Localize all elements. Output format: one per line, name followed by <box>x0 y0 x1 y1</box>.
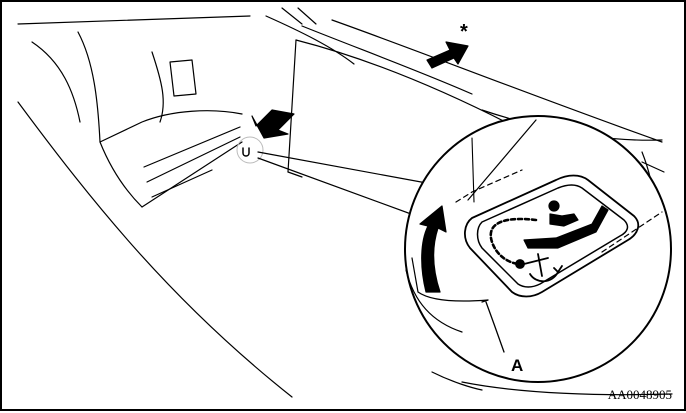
arrow-icon <box>252 110 294 138</box>
direction-marker: * <box>460 21 468 44</box>
direction-arrow-icon <box>427 42 468 68</box>
magnified-view <box>405 116 671 382</box>
callout-label-a: A <box>511 356 523 376</box>
zoom-leader-lines <box>258 152 432 218</box>
figure-code: AA0048905 <box>608 387 672 403</box>
anchor-location-circle <box>237 137 263 163</box>
anchor-location-mark <box>243 148 249 156</box>
